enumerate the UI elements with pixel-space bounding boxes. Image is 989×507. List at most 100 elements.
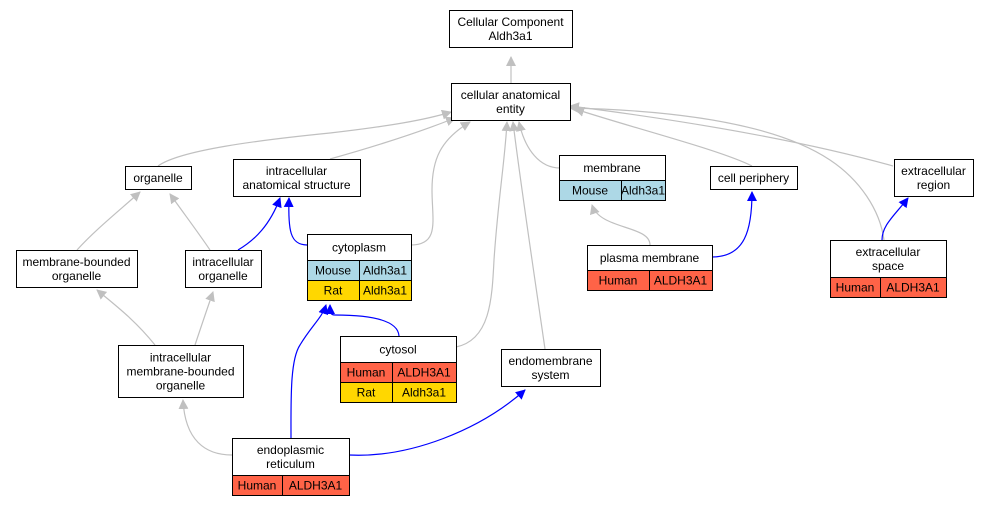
node-box (233, 159, 361, 197)
node-box (449, 10, 573, 48)
node-label: endomembrane (508, 354, 592, 368)
species-label: Human (836, 281, 875, 295)
node-label: endoplasmic (257, 443, 324, 457)
node-label: intracellular (266, 164, 327, 178)
edge-io-to-ias (237, 197, 282, 251)
species-label: Rat (357, 386, 376, 400)
node-label: intracellular (192, 255, 253, 269)
node-label: Cellular Component (457, 15, 564, 29)
edge-er-to-cytoplasm (290, 304, 329, 439)
edge-periphery-to-cae (574, 107, 753, 167)
node-label: organelle (198, 269, 248, 283)
edges-layer (76, 56, 909, 456)
gene-label: ALDH3A1 (886, 281, 940, 295)
species-row: Human ALDH3A1 (830, 277, 947, 298)
node-label: space (872, 259, 904, 273)
edge-imbo-to-mbo (96, 289, 156, 346)
gene-cell (282, 475, 350, 496)
gene-label: ALDH3A1 (397, 366, 451, 380)
species-row: Human ALDH3A1 (340, 362, 457, 383)
gene-cell (359, 280, 412, 301)
node-box (185, 250, 262, 288)
node-label: plasma membrane (600, 251, 700, 265)
edge-ecregion-to-cae (569, 102, 894, 167)
node-label: cytosol (379, 343, 416, 357)
node-label: organelle (52, 269, 102, 283)
node-periphery: cell periphery (710, 166, 798, 190)
node-label: system (531, 368, 569, 382)
node-label: extracellular (901, 164, 966, 178)
node-label: intracellular (150, 351, 211, 365)
gene-cell (880, 277, 947, 298)
gene-label: Aldh3a1 (402, 386, 446, 400)
species-label: Rat (324, 284, 343, 298)
gene-label: Aldh3a1 (363, 284, 407, 298)
species-row: Human ALDH3A1 (232, 475, 350, 496)
node-box (125, 166, 192, 190)
node-label: organelle (133, 171, 183, 185)
gene-label: ALDH3A1 (289, 479, 343, 493)
gene-cell (649, 270, 713, 291)
edge-pm-to-membrane (589, 204, 651, 246)
gene-cell (621, 180, 666, 201)
node-label: membrane-bounded (22, 255, 130, 269)
node-organelle: organelle (125, 166, 192, 190)
edge-membrane-to-cae (516, 121, 561, 169)
edge-cytosol-to-cae (455, 121, 512, 348)
node-label: Aldh3a1 (488, 29, 532, 43)
node-label: region (917, 178, 950, 192)
node-label: cell periphery (718, 171, 789, 185)
edge-er-to-endomembrane (348, 389, 526, 456)
species-label: Human (599, 274, 638, 288)
node-label: cytoplasm (332, 241, 386, 255)
node-box (894, 159, 974, 197)
node-label: organelle (156, 379, 206, 393)
edge-mbo-to-organelle (76, 191, 141, 251)
species-row: Rat Aldh3a1 (340, 382, 457, 403)
node-label: membrane-bounded (126, 365, 234, 379)
species-row: Rat Aldh3a1 (307, 280, 412, 301)
node-box (501, 349, 601, 387)
node-label: reticulum (266, 457, 315, 471)
species-label: Mouse (572, 184, 608, 198)
edge-endomembrane-to-cae (509, 121, 546, 350)
species-label: Human (238, 479, 277, 493)
edge-cytosol-to-cytoplasm (325, 304, 400, 337)
node-box (118, 345, 244, 398)
node-box (16, 250, 138, 288)
gene-label: ALDH3A1 (654, 274, 708, 288)
gene-cell (392, 382, 457, 403)
edge-organelle-to-cae (157, 109, 452, 167)
species-label: Mouse (315, 264, 351, 278)
node-label: membrane (583, 161, 641, 175)
gene-label: Aldh3a1 (621, 184, 665, 198)
node-box (451, 83, 571, 121)
node-box (710, 166, 798, 190)
node-label: anatomical structure (242, 178, 350, 192)
edge-io-to-organelle (169, 193, 211, 251)
edge-ecspace-to-ecregion (881, 197, 909, 241)
species-row: Mouse Aldh3a1 (559, 180, 666, 201)
species-label: Human (347, 366, 386, 380)
edge-er-to-imbo (178, 399, 233, 456)
node-label: cellular anatomical (461, 88, 560, 102)
edge-cytoplasm-to-cae (410, 121, 471, 246)
edge-pm-to-periphery (711, 191, 757, 258)
edge-ias-to-cae (329, 116, 456, 160)
